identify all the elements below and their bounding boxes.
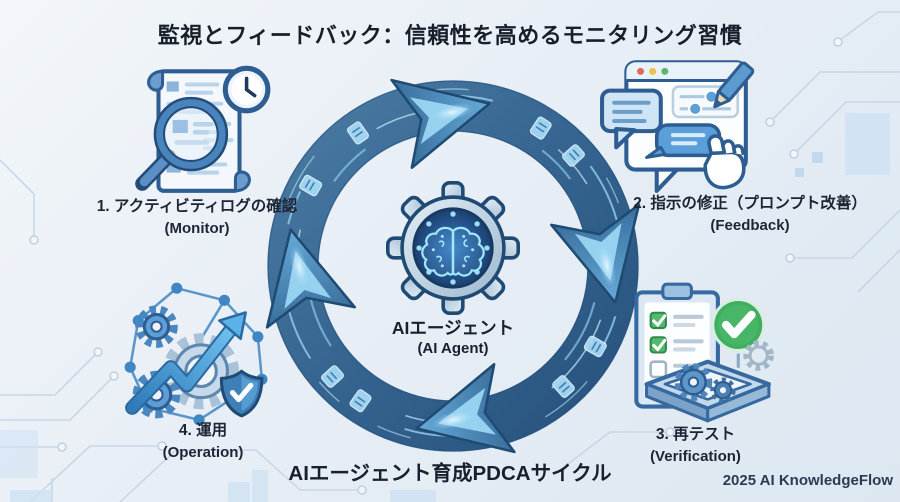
- center-label-ja: AIエージェント: [391, 318, 515, 338]
- activity-log-magnifier-icon: [135, 65, 271, 193]
- pdca-cycle-ring: [245, 58, 661, 474]
- prompt-edit-feedback-icon: [600, 60, 755, 193]
- speech-bubble-icon: [600, 88, 722, 159]
- pencil-icon: [713, 61, 755, 109]
- gear-tray-icon: [644, 340, 774, 423]
- step-1-label: 1. アクティビティログの確認: [96, 198, 298, 215]
- credit-text: 2025 AI KnowledgeFlow: [722, 472, 893, 489]
- step-1-sublabel: (Monitor): [164, 220, 230, 237]
- center-label: AIエージェント (AI Agent): [353, 318, 553, 357]
- step-3-label: 3. 再テスト: [655, 426, 736, 443]
- clock-icon: [222, 65, 271, 114]
- cycle-caption: AIエージェント育成PDCAサイクル: [288, 462, 612, 485]
- retest-checklist-icon: [634, 282, 774, 423]
- gear-brain-icon: [386, 181, 520, 315]
- magnifying-glass-icon: [135, 96, 229, 191]
- growth-arrow-icon: [125, 311, 247, 415]
- hand-cursor-icon: [703, 134, 746, 190]
- step-4-label: 4. 運用: [178, 422, 228, 439]
- gear-icon: [674, 340, 774, 403]
- center-label-en: (AI Agent): [417, 339, 489, 357]
- step-2-label: 2. 指示の修正（プロンプト改善）: [633, 195, 867, 212]
- step-1-label-block: 1. アクティビティログの確認 (Monitor): [37, 196, 357, 239]
- green-check-icon: [711, 297, 766, 352]
- operation-growth-icon: [124, 282, 268, 425]
- step-3-label-block: 3. 再テスト (Verification): [608, 424, 783, 467]
- page-title: 監視とフィードバック：信頼性を高めるモニタリング習慣: [157, 23, 743, 48]
- step-4-label-block: 4. 運用 (Operation): [108, 420, 298, 463]
- step-2-sublabel: (Feedback): [710, 217, 790, 234]
- gear-icon: [132, 305, 240, 419]
- shield-check-icon: [219, 369, 264, 418]
- step-4-sublabel: (Operation): [162, 444, 244, 461]
- step-3-sublabel: (Verification): [650, 448, 741, 465]
- step-2-label-block: 2. 指示の修正（プロンプト改善） (Feedback): [600, 193, 900, 236]
